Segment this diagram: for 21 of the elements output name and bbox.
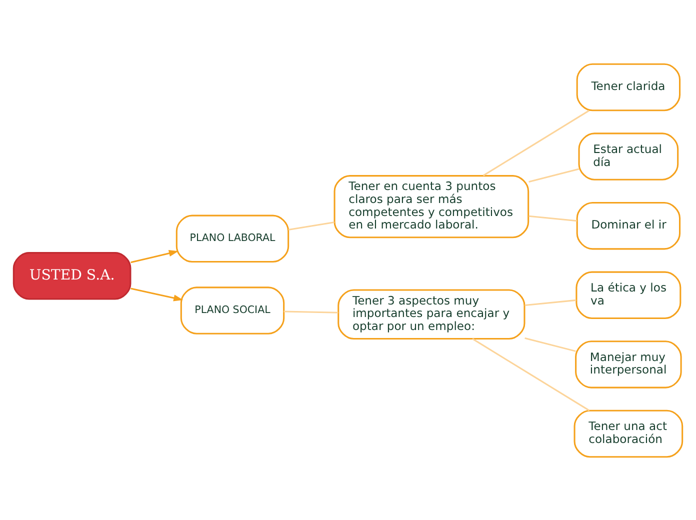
connector <box>288 220 334 230</box>
arrow <box>130 287 184 301</box>
node-box: PLANO SOCIAL <box>180 286 285 334</box>
node-box: Tener una act colaboración <box>574 409 684 458</box>
node-box: Dominar el ir <box>576 201 681 250</box>
connector <box>524 336 576 352</box>
connector <box>284 310 338 313</box>
connector <box>528 168 580 182</box>
node-box: Manejar muy interpersonal <box>575 340 682 388</box>
arrow <box>130 250 178 263</box>
node-box: Tener clarida <box>576 62 681 111</box>
node-box: La ética y los va <box>576 270 682 319</box>
connector <box>472 338 590 411</box>
connector <box>482 109 590 176</box>
node-box: USTED S.A. <box>12 252 132 300</box>
node-box: Tener en cuenta 3 puntos claros para ser más competentes y competitivos en el mercado laboral. <box>334 174 530 238</box>
node-box: Tener 3 aspectos muy importantes para encajar y optar por un empleo: <box>338 288 526 340</box>
node-box: Estar actual día <box>578 132 679 180</box>
node-box: PLANO LABORAL <box>176 214 290 262</box>
connector <box>524 298 576 306</box>
connector <box>528 214 577 222</box>
